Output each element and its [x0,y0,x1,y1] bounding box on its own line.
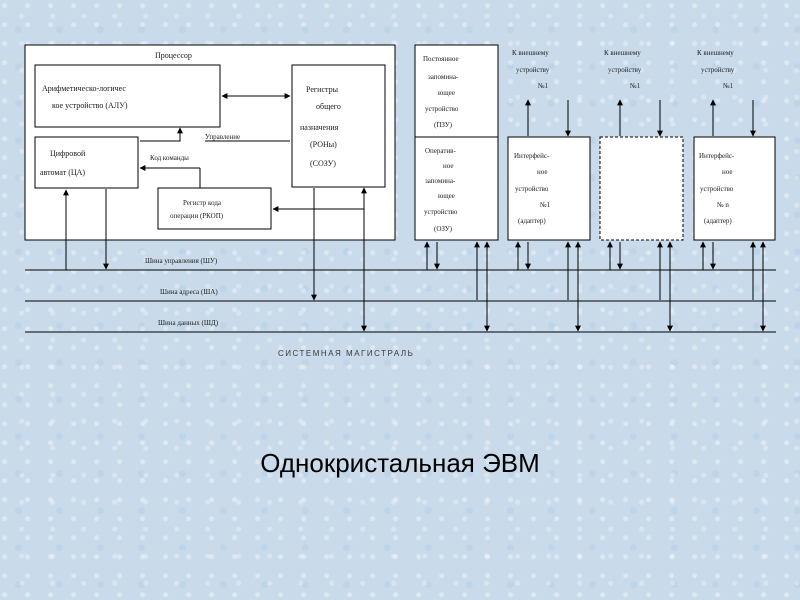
control-bus-label: Шина управления (ШУ) [145,257,218,265]
data-bus-label: Шина данных (ШД) [158,319,219,327]
ram-label-4: ющее [438,192,455,200]
rom-label-1: Постоянное [423,55,459,63]
ram-label-3: запомина- [425,177,456,185]
rom-label-3: ющее [438,89,455,97]
registers-label-5: (СОЗУ) [310,159,336,168]
if1-label-1: Интерфейс- [514,152,550,160]
automaton-label-1: Цифровой [50,149,86,158]
ext-device-3-line3: №1 [723,82,734,90]
ifn-label-4: № n [717,201,729,209]
rom-label-2: запомина- [428,73,459,81]
opcode-register-label-1: Регистр кода [183,199,222,207]
ifn-label-1: Интерфейс- [699,152,735,160]
ifn-label-5: (адаптер) [704,217,732,225]
opcode-label: Код команды [150,154,189,162]
ram-label-1: Оператив- [425,147,456,155]
ext-device-1-line3: №1 [538,82,549,90]
alu-label-2: кое устройство (АЛУ) [52,101,128,110]
interface-n-block [693,136,776,241]
registers-label-4: (РОНы) [310,140,337,149]
system-bus-label: СИСТЕМНАЯ МАГИСТРАЛЬ [278,349,414,358]
address-bus-label: Шина адреса (ША) [160,288,218,296]
ext-device-1-line1: К внешнему [512,49,549,57]
registers-label-1: Регистры [306,85,339,94]
rom-label-5: (ПЗУ) [434,121,453,129]
processor-label: Процессор [155,51,192,60]
ram-label-6: (ОЗУ) [434,225,453,233]
rom-label-4: устройство [425,105,459,113]
page-title: Однокристальная ЭВМ [260,448,540,478]
if1-label-5: (адаптер) [518,217,546,225]
ext-device-1-line2: устройству [516,66,550,74]
interface-1-block [507,136,591,241]
rom-block [414,44,499,138]
ext-device-3-line2: устройству [701,66,735,74]
ram-label-5: устройство [424,208,458,216]
ram-label-2: ное [443,162,453,170]
ext-device-3-line1: К внешнему [697,49,734,57]
control-link [140,127,183,142]
if1-label-3: устройство [515,185,549,193]
alu-block [34,64,221,128]
alu-label-1: Арифметическо-логичес [42,84,126,93]
ext-device-2-line1: К внешнему [604,49,641,57]
ram-block [414,136,499,241]
if1-label-2: ное [537,168,547,176]
ext-device-2-line2: устройству [608,66,642,74]
automaton-label-2: автомат (ЦА) [40,168,85,177]
ext-device-2-line3: №1 [630,82,641,90]
control-label: Управление [205,133,240,141]
registers-label-2: общего [316,102,341,111]
if1-label-4: №1 [540,201,551,209]
opcode-register-block [157,187,272,230]
registers-block [291,64,386,188]
opcode-register-label-2: операции (РКОП) [170,212,224,220]
digital-automaton-block [34,136,139,189]
ifn-label-3: устройство [700,185,734,193]
registers-label-3: назначения [300,123,339,132]
ifn-label-2: ное [722,168,732,176]
interface-placeholder-block [599,136,684,241]
